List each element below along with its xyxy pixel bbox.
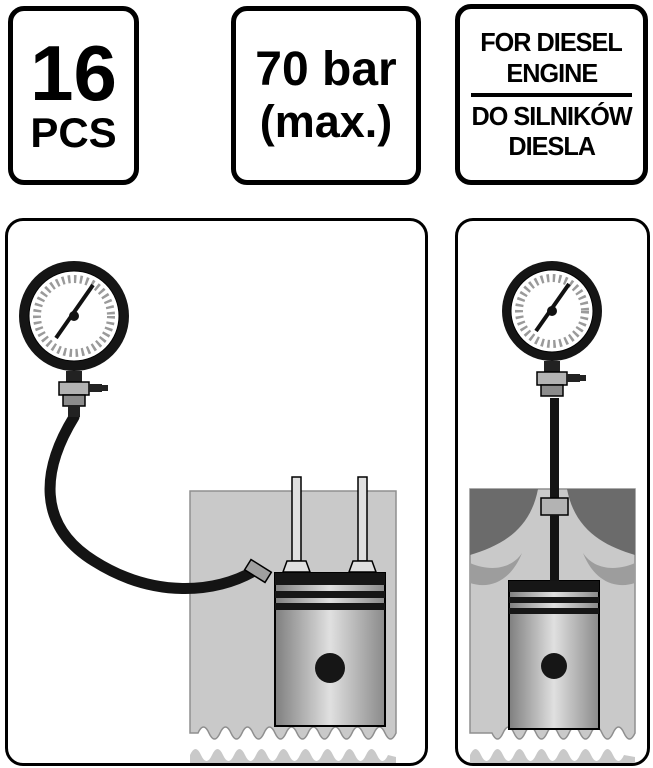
gauge-fitting [58,371,108,417]
flexible-hose [44,411,273,594]
badge-divider [471,92,632,97]
pressure-gauge [19,261,129,417]
left-port-shape [470,489,538,555]
flexible-hose-diagram [19,261,397,763]
max-pressure-badge: 70 bar (max.) [231,6,421,185]
torn-edge-strip [190,749,396,763]
pressure-qualifier: (max.) [259,96,393,148]
diesel-label-pl-2: DIESLA [508,131,596,162]
pieces-badge: 16 PCS [8,6,139,185]
pressure-value: 70 bar [255,43,397,97]
gauge-tick-ring [515,274,589,348]
rigid-adapter-diagram [469,261,636,763]
rigid-adapter-diagram-panel [455,218,650,766]
piston-pin-hole [315,653,345,683]
diesel-label-en-1: FOR DIESEL [480,27,624,58]
hose-end-fitting [243,558,273,584]
exhaust-valve [281,476,312,573]
adapter-coupling [540,497,569,516]
gauge-tick-ring [33,275,115,357]
torn-edge-strip [470,749,635,763]
pressure-gauge [502,261,602,397]
right-port-shape [567,489,635,555]
diesel-engine-badge: FOR DIESEL ENGINE DO SILNIKÓW DIESLA [455,4,648,185]
diesel-label-pl-1: DO SILNIKÓW [471,100,632,131]
gauge-fitting [536,361,586,397]
right-swirl-shape [583,553,635,586]
flexible-hose-diagram-panel [5,218,428,766]
piston-pin-hole [541,653,567,679]
piston [508,580,600,730]
pieces-unit: PCS [30,108,117,156]
left-swirl-shape [470,553,522,586]
pieces-count: 16 [30,29,117,118]
diesel-label-en-2: ENGINE [506,57,598,88]
piston [274,572,386,727]
rigid-adapter [540,398,569,581]
